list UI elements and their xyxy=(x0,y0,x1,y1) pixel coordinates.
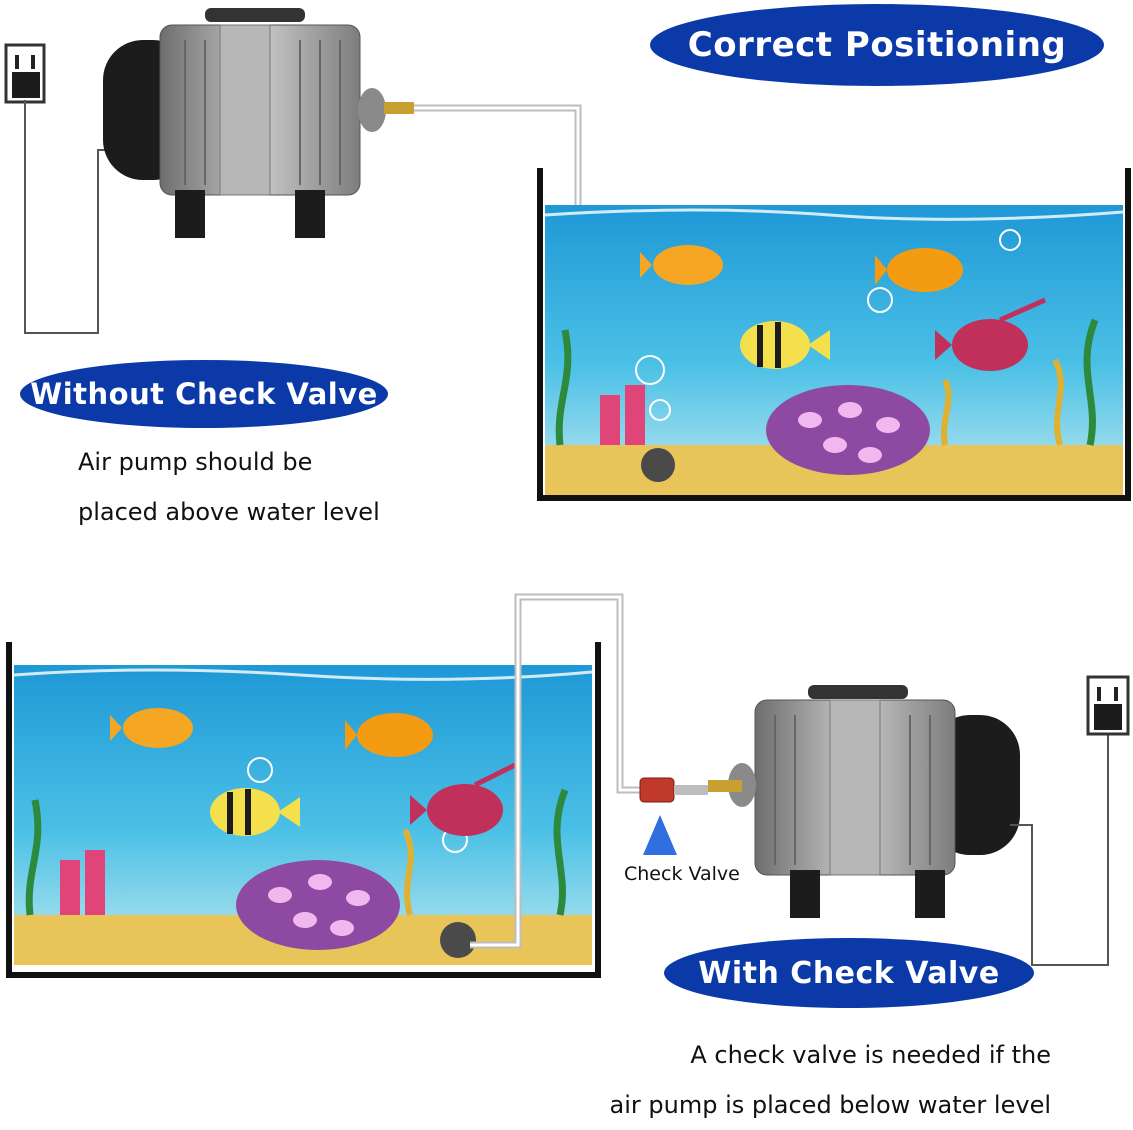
fish-icon xyxy=(110,708,193,748)
power-outlet-icon-bottom xyxy=(1086,675,1130,736)
aquarium-icon-top xyxy=(537,168,1131,501)
fish-icon xyxy=(410,762,517,836)
fish-icon xyxy=(740,321,830,369)
air-pump-icon-bottom xyxy=(708,685,1020,918)
power-outlet-icon-top xyxy=(4,43,46,104)
fish-icon xyxy=(640,245,723,285)
correct-positioning-badge: Correct Positioning xyxy=(650,4,1104,86)
with-check-valve-label: With Check Valve xyxy=(698,955,1000,991)
aquarium-icon-bottom xyxy=(6,642,601,978)
check-valve-icon xyxy=(639,777,708,803)
air-pump-icon-top xyxy=(103,8,414,238)
with-check-valve-caption: A check valve is needed if the air pump … xyxy=(610,1030,1051,1130)
fish-icon xyxy=(345,713,433,757)
without-check-valve-badge: Without Check Valve xyxy=(20,360,388,428)
without-check-valve-caption: Air pump should be placed above water le… xyxy=(78,437,380,537)
check-valve-label: Check Valve xyxy=(624,863,740,885)
caption-line: Air pump should be xyxy=(78,448,313,476)
without-check-valve-label: Without Check Valve xyxy=(30,377,378,411)
correct-positioning-label: Correct Positioning xyxy=(687,25,1067,65)
power-cord-bottom xyxy=(1010,732,1109,966)
caption-line: A check valve is needed if the xyxy=(690,1041,1051,1069)
up-arrow-icon xyxy=(643,815,677,855)
fish-icon xyxy=(875,248,963,292)
with-check-valve-badge: With Check Valve xyxy=(664,938,1034,1008)
air-stone-icon-bottom xyxy=(440,922,476,958)
fish-icon xyxy=(935,297,1047,371)
air-stone-icon-top xyxy=(641,448,675,482)
caption-line: placed above water level xyxy=(78,498,380,526)
fish-icon xyxy=(210,788,300,836)
caption-line: air pump is placed below water level xyxy=(609,1091,1051,1119)
